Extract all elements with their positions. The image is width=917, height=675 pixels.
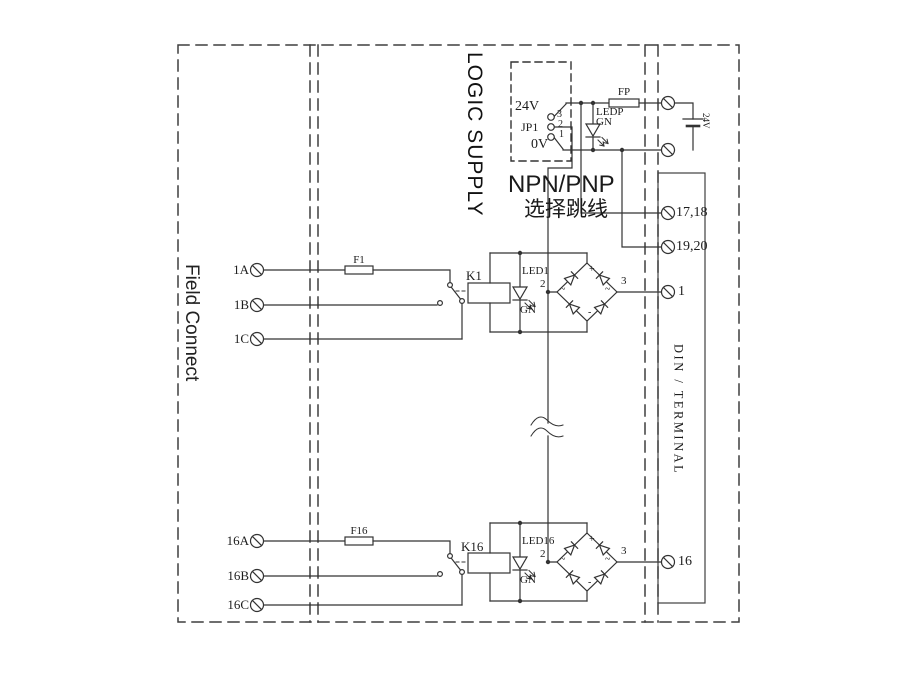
source-24v-label: 24V <box>701 113 711 129</box>
din-terminal-box <box>657 172 706 604</box>
fuse-fp-label: FP <box>617 86 631 98</box>
relay-k1-label: K1 <box>466 268 482 283</box>
screw-terminal-16 <box>660 554 676 570</box>
junction-dots <box>517 520 551 604</box>
terminal-16-label: 16 <box>678 554 692 569</box>
terminal-17-18-label: 17,18 <box>676 205 708 220</box>
bridge1-plus-mark: + <box>589 264 595 275</box>
field-1c-label: 1C <box>233 331 249 346</box>
led16-color-label: GN <box>520 574 536 586</box>
logic-supply-wiring <box>530 95 704 563</box>
line-break-mark <box>530 416 564 438</box>
jp1-pin2-label: 2 <box>558 119 563 130</box>
ledp-color-label: GN <box>596 116 612 128</box>
jp1-24v-label: 24V <box>515 99 540 114</box>
screw-16c <box>249 597 265 613</box>
bridge1-minus-mark: - <box>588 307 592 318</box>
ledp-label: LEDP <box>596 106 624 118</box>
fuse-f16 <box>344 536 374 546</box>
bridge1-pin2-label: 2 <box>540 278 546 290</box>
screw-supply-plus <box>660 95 676 111</box>
wire-17-18 <box>580 102 663 214</box>
bridge1-pin3-label: 3 <box>621 275 627 287</box>
relay-k1-coil <box>467 282 511 304</box>
jp1-label: JP1 <box>521 120 539 134</box>
channel-16-circuit <box>249 520 676 613</box>
terminal-19-20-label: 19,20 <box>676 239 708 254</box>
fuse-f16-label: F16 <box>350 525 368 537</box>
screw-1b <box>249 297 265 313</box>
screw-supply-minus <box>660 142 676 158</box>
npn-pnp-subtitle: 选择跳线 <box>524 198 608 221</box>
bridge1-ac-mark-left: ~ <box>560 284 566 295</box>
field-1b-label: 1B <box>233 297 249 312</box>
screw-1c <box>249 331 265 347</box>
din-terminal-title: DIN / TERMINAL <box>671 344 686 476</box>
relay-contact-blade <box>450 286 462 300</box>
bridge16-ac-mark-left: ~ <box>560 554 566 565</box>
screw-19-20 <box>660 239 676 255</box>
fuse-f1 <box>344 265 374 275</box>
field-16a-label: 16A <box>226 533 249 548</box>
bridge16-plus-mark: + <box>589 534 595 545</box>
relay-k16-label: K16 <box>461 539 484 554</box>
screw-17-18 <box>660 205 676 221</box>
dc-source-24v <box>682 118 704 128</box>
relay-k16-coil <box>467 552 511 574</box>
bridge16-pin2-label: 2 <box>540 548 546 560</box>
led16-label: LED16 <box>522 535 555 547</box>
wire-19-20 <box>621 149 663 248</box>
terminal-1-label: 1 <box>678 284 685 299</box>
led-led16 <box>512 522 536 602</box>
field-16c-label: 16C <box>227 597 249 612</box>
relay-contact-blade <box>450 557 462 571</box>
led-led1 <box>512 252 536 333</box>
junction-dots <box>517 250 551 335</box>
jp1-0v-label: 0V <box>531 137 549 152</box>
jp1-pin3-label: 3 <box>557 109 562 120</box>
bridge16-pin3-label: 3 <box>621 545 627 557</box>
bridge16-minus-mark: - <box>588 577 592 588</box>
led1-label: LED1 <box>522 265 549 277</box>
bridge16-ac-mark-right: ~ <box>605 554 611 565</box>
field-connect-title: Field Connect <box>181 264 202 382</box>
jp1-pin1-label: 1 <box>559 129 564 140</box>
fuse-f1-label: F1 <box>353 254 365 266</box>
screw-16b <box>249 568 265 584</box>
screw-terminal-1 <box>660 284 676 300</box>
led1-color-label: GN <box>520 304 536 316</box>
channel-1-circuit <box>249 250 676 347</box>
junction-dots <box>578 100 625 153</box>
logic-supply-title: LOGIC SUPPLY <box>463 52 486 217</box>
bridge1-ac-mark-right: ~ <box>605 284 611 295</box>
jp1-jumper-box <box>510 61 572 162</box>
field-1a-label: 1A <box>233 262 249 277</box>
screw-16a <box>249 533 265 549</box>
module-border <box>177 44 740 623</box>
npn-pnp-title: NPN/PNP <box>508 171 615 198</box>
screw-1a <box>249 262 265 278</box>
field-16b-label: 16B <box>227 568 249 583</box>
